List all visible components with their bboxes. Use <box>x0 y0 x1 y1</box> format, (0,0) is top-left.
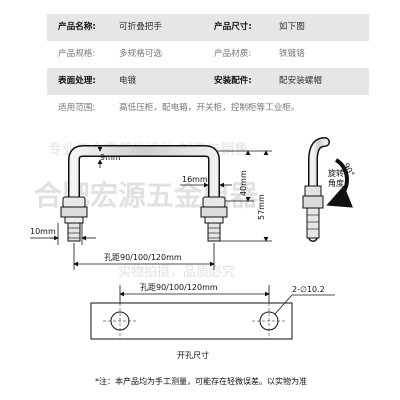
label-accessories: 安装配件: <box>214 76 252 86</box>
label-product-size: 产品尺寸: <box>214 22 252 32</box>
spec-table: 产品名称: 可折叠把手 产品尺寸: 如下图 产品规格: 多规格可选 产品材质: … <box>47 14 369 122</box>
label-product-spec: 产品规格: <box>58 49 96 59</box>
label-surface-finish: 表面处理: <box>58 76 96 86</box>
value-application: 高低压柜，配电箱，开关柜，控制柜等工业柜。 <box>119 103 300 113</box>
hole-spec-leader <box>274 294 335 315</box>
label-rotate-1: 旋转 <box>328 168 344 178</box>
footnote: *注：本产品均为手工测量，可能存在轻微误差。以实物为准 <box>95 376 307 386</box>
spec-row-finish: 表面处理: 电镀 安装配件: 配安装螺帽 <box>47 68 369 95</box>
side-view <box>302 137 330 242</box>
label-16mm: 16mm <box>182 175 208 184</box>
handle-bar <box>68 145 220 208</box>
value-product-spec: 多规格可选 <box>119 49 162 59</box>
label-10mm: 10mm <box>30 227 56 236</box>
cutout-caption: 开孔尺寸 <box>177 350 209 360</box>
label-application: 适用范围: <box>58 103 96 113</box>
watermark-quality: 实物拍摄，品质必究 <box>118 265 235 280</box>
label-product-material: 产品材质: <box>214 49 252 59</box>
label-hole-spec: 2-∅10.2 <box>292 285 325 294</box>
label-hole-spacing-bottom: 孔距90/100/120mm <box>140 283 218 292</box>
dim-40mm <box>218 150 254 202</box>
label-57mm: 57mm <box>257 194 266 220</box>
value-surface-finish: 电镀 <box>119 76 137 86</box>
right-mount <box>200 196 228 242</box>
spec-row-spec: 产品规格: 多规格可选 产品材质: 铁镀铬 <box>47 41 369 68</box>
value-product-name: 可折叠把手 <box>119 22 162 32</box>
left-mount <box>60 196 88 242</box>
dim-hole-spacing-top <box>73 243 215 270</box>
rotation-arc-icon <box>326 158 354 208</box>
value-product-material: 铁镀铬 <box>279 49 305 59</box>
label-rotate-2: 角度 <box>328 178 344 188</box>
dim-57mm <box>220 150 272 242</box>
label-hole-spacing-top: 孔距90/100/120mm <box>104 253 182 262</box>
label-product-name: 产品名称: <box>58 22 96 32</box>
value-product-size: 如下图 <box>279 22 305 32</box>
value-accessories: 配安装螺帽 <box>279 76 322 86</box>
label-40mm: 40mm <box>239 170 248 196</box>
spec-row-usage: 适用范围: 高低压柜，配电箱，开关柜，控制柜等工业柜。 <box>47 95 369 122</box>
label-9mm: 9mm <box>100 153 121 162</box>
dim-hole-spacing-bottom <box>119 285 270 303</box>
cutout-plate <box>90 302 293 340</box>
spec-row-name: 产品名称: 可折叠把手 产品尺寸: 如下图 <box>47 14 369 41</box>
dim-10mm <box>30 223 96 245</box>
